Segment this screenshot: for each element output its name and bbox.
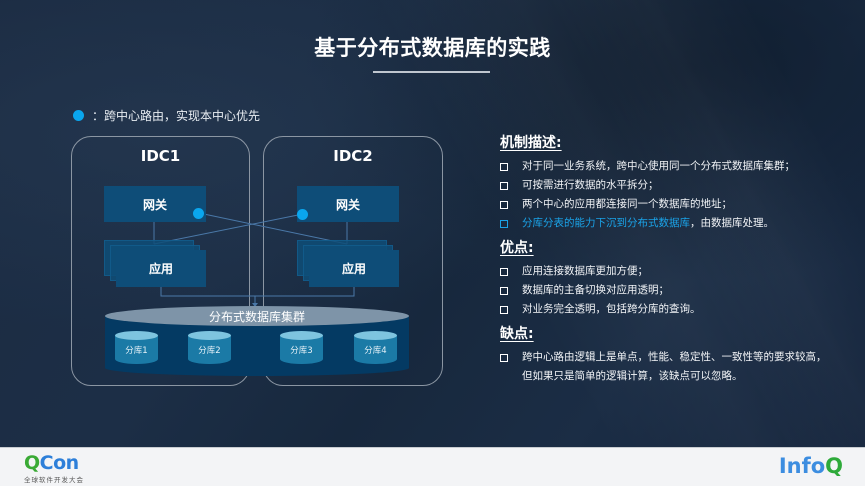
- checkbox-bullet-icon: [500, 267, 508, 276]
- idc1-app-box: 应用: [116, 250, 206, 287]
- pros-item: 应用连接数据库更加方便；: [500, 262, 830, 281]
- footer-bar: QCon 全球软件开发大会 InfoQ: [0, 447, 865, 486]
- blue-dot-icon: [73, 109, 84, 121]
- checkbox-bullet-icon: [500, 353, 508, 362]
- shard-2: 分库2: [188, 331, 231, 364]
- idc2-gateway-label: 网关: [335, 197, 360, 212]
- shard-label: 分库2: [198, 346, 221, 356]
- slide: 基于分布式数据库的实践 ：跨中心路由，实现本中心优先 IDC1 IDC2 网关: [0, 0, 865, 447]
- cons-heading: 缺点:: [500, 326, 534, 342]
- shard-label: 分库3: [290, 346, 313, 356]
- shard-3: 分库3: [280, 331, 323, 364]
- mechanism-item: 两个中心的应用都连接同一个数据库的地址；: [500, 195, 830, 214]
- idc1-gateway-label: 网关: [142, 197, 167, 212]
- title-underline: [373, 71, 490, 73]
- shard-4: 分库4: [354, 331, 397, 364]
- description-panel: 机制描述: 对于同一业务系统，跨中心使用同一个分布式数据库集群； 可按需进行数据…: [500, 132, 830, 386]
- mechanism-item: 可按需进行数据的水平拆分；: [500, 176, 830, 195]
- idc2-app-box: 应用: [309, 250, 399, 287]
- cluster-label: 分布式数据库集群: [208, 310, 305, 324]
- pros-item: 数据库的主备切换对应用透明；: [500, 281, 830, 300]
- mechanism-heading: 机制描述:: [500, 135, 562, 151]
- idc2-container: IDC2: [263, 136, 443, 386]
- infoq-logo: InfoQ: [778, 454, 843, 478]
- cluster-cylinder-top: [105, 306, 409, 326]
- shard-label: 分库4: [364, 346, 387, 356]
- idc1-route-dot-icon: [193, 208, 204, 219]
- idc2-app-label: 应用: [341, 262, 366, 276]
- idc2-label: IDC2: [333, 147, 373, 165]
- idc1-container: IDC1: [71, 136, 250, 386]
- slide-title: 基于分布式数据库的实践: [314, 36, 551, 60]
- shard-label: 分库1: [125, 346, 148, 356]
- pros-item: 对业务完全透明，包括跨分库的查询。: [500, 300, 830, 319]
- mechanism-item: 对于同一业务系统，跨中心使用同一个分布式数据库集群；: [500, 157, 830, 176]
- highlight-text: 分库分表的能力下沉到分布式数据库: [522, 217, 690, 229]
- qcon-subtitle: 全球软件开发大会: [24, 476, 84, 484]
- checkbox-bullet-icon: [500, 181, 508, 190]
- legend: ：跨中心路由，实现本中心优先: [73, 106, 260, 124]
- shard-1: 分库1: [115, 331, 158, 364]
- pros-heading: 优点:: [500, 240, 534, 256]
- legend-text: ：跨中心路由，实现本中心优先: [92, 108, 261, 123]
- cons-item: 跨中心路由逻辑上是单点，性能、稳定性、一致性等的要求较高，但如果只是简单的逻辑计…: [500, 348, 830, 386]
- idc1-app-label: 应用: [148, 262, 173, 276]
- checkbox-bullet-icon: [500, 200, 508, 209]
- mechanism-item-highlighted: 分库分表的能力下沉到分布式数据库，由数据库处理。: [500, 214, 830, 233]
- database-cluster: 分布式数据库集群 分库1 分库2 分库3 分库4: [105, 306, 409, 376]
- checkbox-bullet-icon: [500, 305, 508, 314]
- idc1-label: IDC1: [140, 147, 181, 165]
- checkbox-bullet-icon: [500, 286, 508, 295]
- checkbox-bullet-icon: [500, 162, 508, 171]
- qcon-logo: QCon 全球软件开发大会: [24, 452, 84, 485]
- checkbox-bullet-icon: [500, 219, 508, 228]
- idc2-route-dot-icon: [297, 209, 308, 220]
- idc1-gateway-box: 网关: [104, 186, 206, 222]
- idc2-gateway-box: 网关: [297, 186, 399, 222]
